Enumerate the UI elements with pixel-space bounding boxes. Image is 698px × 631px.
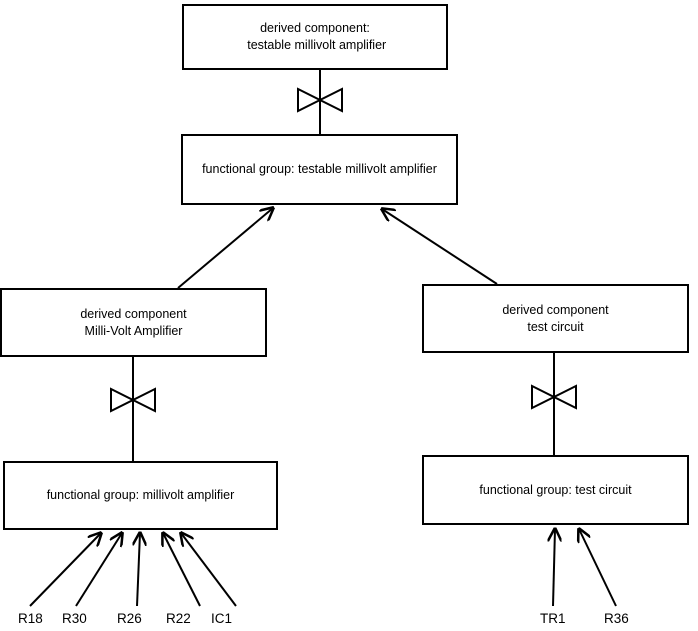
aggregation-arrow-arrow-r30 (75, 533, 122, 607)
bowtie-left-triangle-icon (297, 87, 323, 113)
part-label-r30: R30 (62, 611, 87, 626)
part-label-r22: R22 (166, 611, 191, 626)
box-functional-group-test-circuit[interactable]: functional group: test circuit (422, 455, 689, 525)
aggregation-arrow-arrow-ic1 (181, 533, 237, 607)
box-text-line1: functional group: millivolt amplifier (46, 488, 235, 502)
box-functional-group-testable-millivolt-amplifier[interactable]: functional group: testable millivolt amp… (181, 134, 458, 205)
box-text-line1: derived component (80, 306, 187, 321)
box-derived-testable-millivolt-amplifier[interactable]: derived component: testable millivolt am… (182, 4, 448, 70)
aggregation-arrow-arrow-tr1 (553, 529, 555, 607)
bowtie-right-triangle-icon (317, 87, 343, 113)
part-label-r26: R26 (117, 611, 142, 626)
part-label-r18: R18 (18, 611, 43, 626)
aggregation-arrow-arrow-r18 (29, 533, 101, 607)
box-derived-milli-volt-amplifier[interactable]: derived component Milli-Volt Amplifier (0, 288, 267, 357)
part-label-r36: R36 (604, 611, 629, 626)
box-text-line2: Milli-Volt Amplifier (84, 323, 183, 338)
box-text-line1: derived component (502, 302, 609, 317)
bowtie-right-triangle-icon (551, 384, 577, 410)
bowtie-left-triangle-icon (531, 384, 557, 410)
box-text-line1: functional group: testable millivolt amp… (202, 162, 437, 176)
box-text-line2: test circuit (527, 319, 584, 334)
part-label-tr1: TR1 (540, 611, 566, 626)
box-text-line2: testable millivolt amplifier (243, 38, 387, 52)
aggregation-arrow-arrow-r36 (579, 529, 617, 607)
box-functional-group-millivolt-amplifier[interactable]: functional group: millivolt amplifier (3, 461, 278, 530)
box-text-line1: functional group: test circuit (479, 482, 632, 497)
aggregation-arrow-arrow-mv-to-testable (177, 208, 273, 289)
bowtie-left-triangle-icon (110, 387, 136, 413)
aggregation-arrow-arrow-tc-to-testable (382, 209, 498, 285)
box-derived-test-circuit[interactable]: derived component test circuit (422, 284, 689, 353)
aggregation-arrow-arrow-r22 (163, 533, 201, 607)
bowtie-right-triangle-icon (130, 387, 156, 413)
part-label-ic1: IC1 (211, 611, 233, 626)
aggregation-arrow-arrow-r26 (137, 533, 140, 607)
box-text-line1: derived component: (260, 21, 370, 35)
